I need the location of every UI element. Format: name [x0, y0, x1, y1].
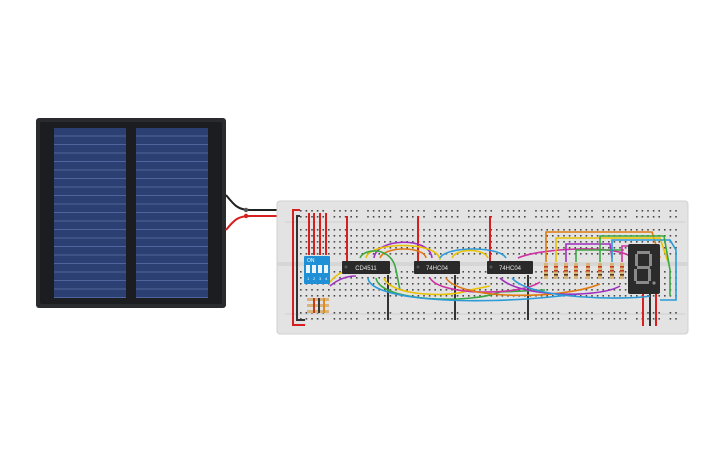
segment-resistors[interactable] [544, 263, 624, 279]
dip-toggle-4[interactable] [324, 265, 328, 273]
dip-switch[interactable]: ON 1 2 3 4 [304, 256, 330, 284]
dip-toggle-3[interactable] [318, 265, 322, 273]
chip-label: 74HC04 [499, 266, 522, 272]
seven-segment-display[interactable] [628, 244, 660, 294]
chip-cd4511[interactable]: CD4511 [342, 261, 390, 274]
dip-pos-4: 4 [325, 276, 328, 281]
breadboard[interactable] [276, 200, 689, 335]
dip-pos-2: 2 [313, 276, 316, 281]
pulldown-resistors[interactable] [307, 298, 329, 313]
chip-74hc04-2[interactable]: 74HC04 [487, 261, 533, 274]
breadboard-holes [300, 210, 677, 320]
dip-toggle-1[interactable] [306, 265, 310, 273]
panel-leads [225, 194, 300, 231]
solar-cell-left [54, 128, 126, 298]
display-segments [634, 251, 656, 285]
solar-cell-gridlines [54, 135, 208, 298]
dip-pos-1: 1 [307, 276, 310, 281]
dip-pos-3: 3 [319, 276, 322, 281]
solar-panel[interactable] [36, 118, 226, 308]
signal-wires [329, 231, 677, 302]
chip-74hc04-1[interactable]: 74HC04 [414, 261, 460, 274]
center-channel [277, 262, 688, 266]
chip-label: CD4511 [355, 266, 377, 272]
solar-cell-right [136, 128, 208, 298]
dip-toggle-2[interactable] [312, 265, 316, 273]
dip-switch-on-label: ON [307, 258, 315, 264]
chip-label: 74HC04 [426, 266, 449, 272]
